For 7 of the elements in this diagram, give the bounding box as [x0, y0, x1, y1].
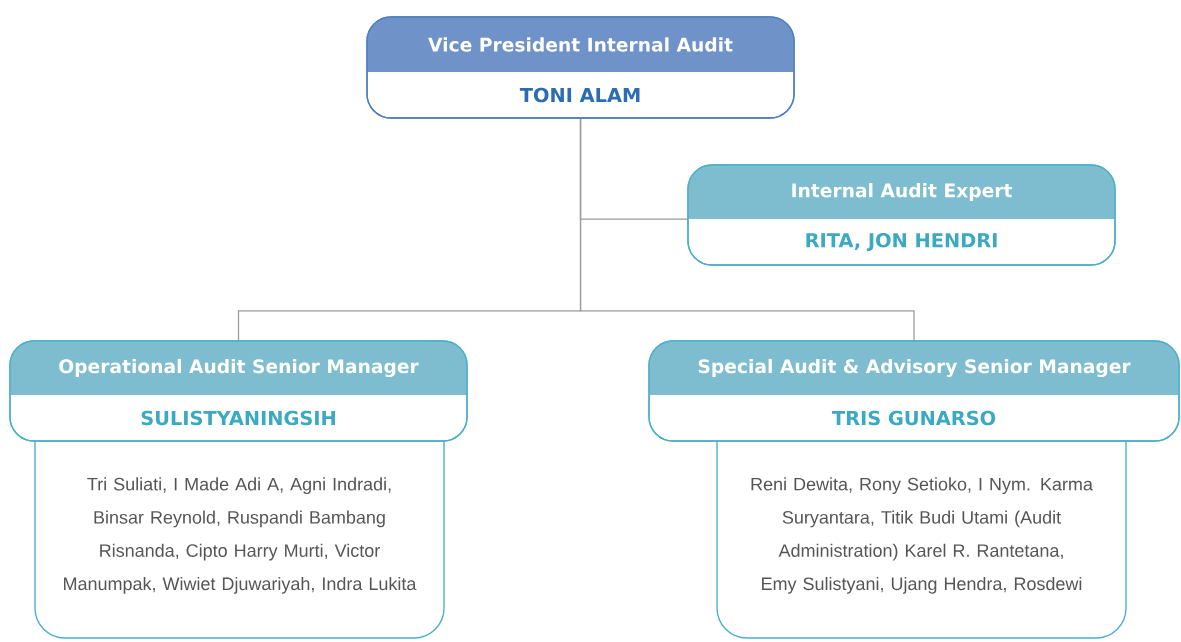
members-box: Reni Dewita, Rony Setioko, I Nym. Karma Suryantara, Titik Budi Utami (Audit Administration) Karel R. Rantetana, Emy Sulistyani, Ujang Hendra, Rosdewi — [716, 440, 1127, 639]
title-card: Operational Audit Senior Manager SULISTYANINGSIH — [9, 340, 468, 442]
members-box: Tri Suliati, I Made Adi A, Agni Indradi, Binsar Reynold, Ruspandi Bambang Risnanda, Cipto Harry Murti, Victor Manumpak, Wiwiet Djuwariyah, Indra Lukita — [34, 440, 445, 639]
connector-line — [579, 117, 915, 342]
title-card: Vice President Internal Audit TONI ALAM — [366, 16, 795, 119]
title-card: Internal Audit Expert RITA, JON HENDRI — [687, 164, 1116, 266]
title-card: Special Audit & Advisory Senior Manager TRIS GUNARSO — [648, 340, 1180, 442]
